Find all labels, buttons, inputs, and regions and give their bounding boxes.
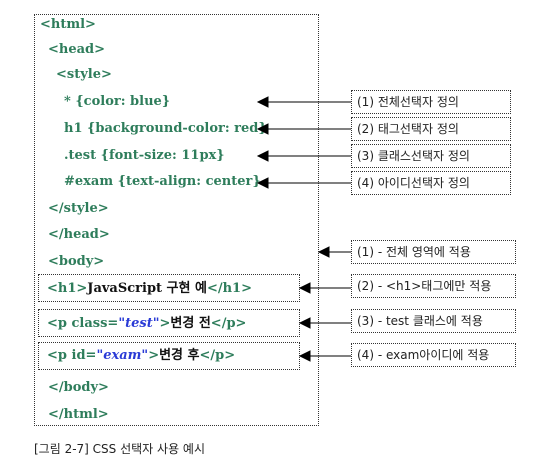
arrow-head-apply-1	[317, 246, 330, 258]
arrow-head-apply-4	[298, 350, 311, 362]
code-p2-open: <p	[47, 348, 72, 363]
code-html-open: <html>	[40, 17, 96, 32]
label-box-apply-1	[351, 240, 516, 264]
code-p1-open: <p	[47, 316, 72, 331]
code-html-close: </html>	[48, 407, 109, 422]
label-css-1: (1) 전체선택자 정의	[357, 95, 459, 109]
label-box-css-2	[351, 117, 511, 141]
arrow-head-css-2	[256, 123, 269, 135]
code-h1-line: <h1>JavaScript 구현 예</h1>	[47, 281, 252, 297]
code-css-rule-1: * {color: blue}	[64, 94, 171, 109]
label-css-2: (2) 태그선택자 정의	[357, 122, 459, 136]
label-box-css-3	[351, 144, 511, 168]
code-p2-value: "exam"	[96, 348, 149, 363]
arrow-head-css-3	[256, 150, 269, 162]
figure-caption: [그림 2-7] CSS 선택자 사용 예시	[34, 442, 206, 456]
code-h1-open: <h1>	[47, 281, 88, 296]
code-p1-text: 변경 전	[170, 316, 211, 331]
arrow-head-css-1	[256, 96, 269, 108]
code-p1-close: </p>	[210, 316, 247, 331]
label-apply-3: (3) - test 클래스에 적용	[357, 314, 483, 328]
label-apply-2: (2) - <h1>태그에만 적용	[357, 279, 492, 293]
arrow-head-apply-2	[298, 282, 311, 294]
label-box-css-1	[351, 90, 511, 114]
code-css-rule-4: #exam {text-align: center}	[64, 174, 261, 189]
code-p-id-line: <p id="exam">변경 후</p>	[47, 348, 235, 364]
code-style-open: <style>	[56, 67, 112, 82]
code-h1-text: JavaScript 구현 예	[87, 281, 207, 296]
label-box-css-4	[351, 171, 511, 195]
code-p1-gt: >	[159, 316, 171, 331]
label-css-4: (4) 아이디선택자 정의	[357, 176, 470, 190]
code-p1-attr: class=	[71, 316, 119, 331]
code-css-rule-2: h1 {background-color: red}	[64, 121, 267, 136]
code-head-close: </head>	[48, 227, 110, 242]
arrow-head-css-4	[256, 177, 269, 189]
code-css-rule-3: .test {font-size: 11px}	[64, 148, 225, 163]
code-body-close: </body>	[48, 380, 109, 395]
code-p1-value: "test"	[118, 316, 160, 331]
label-apply-4: (4) - exam아이디에 적용	[357, 348, 490, 362]
code-head-open: <head>	[48, 42, 106, 57]
code-p2-close: </p>	[199, 348, 236, 363]
code-p-class-line: <p class="test">변경 전</p>	[47, 316, 246, 332]
code-p2-attr: id=	[71, 348, 97, 363]
arrow-head-apply-3	[298, 317, 311, 329]
label-box-apply-2	[351, 274, 516, 298]
code-style-close: </style>	[48, 201, 109, 216]
code-h1-close: </h1>	[206, 281, 252, 296]
code-outer-box	[34, 14, 319, 426]
code-body-open: <body>	[48, 254, 105, 269]
label-box-apply-3	[351, 309, 516, 333]
label-box-apply-4	[351, 343, 516, 367]
label-apply-1: (1) - 전체 영역에 적용	[357, 245, 471, 259]
code-p2-text: 변경 후	[159, 348, 200, 363]
label-css-3: (3) 클래스선택자 정의	[357, 149, 470, 163]
code-p2-gt: >	[148, 348, 160, 363]
